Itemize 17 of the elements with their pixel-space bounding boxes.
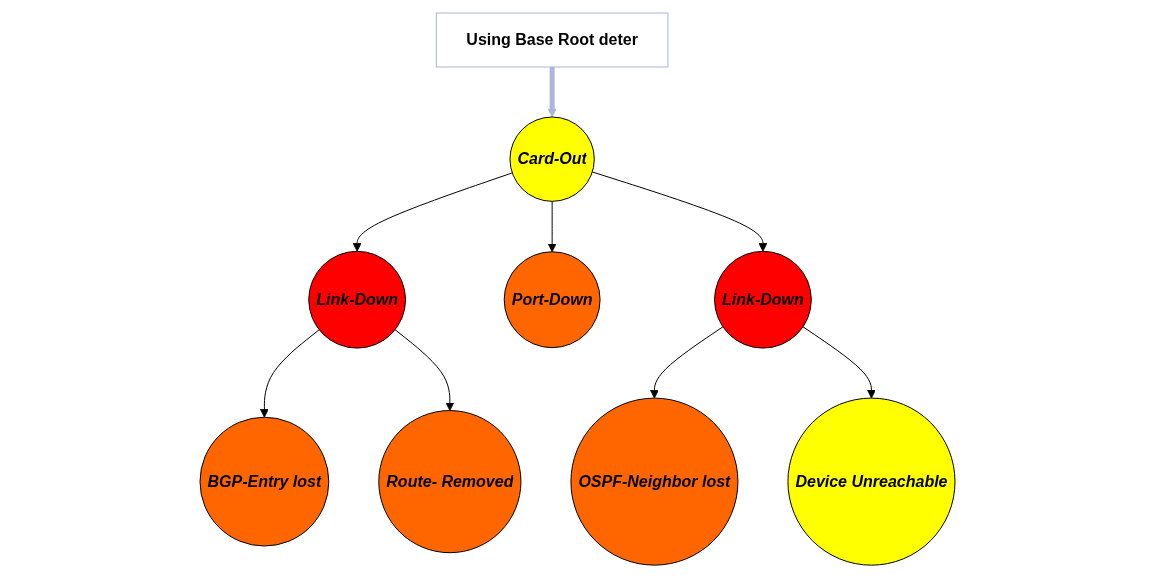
node-circle: Route- Removed [378, 410, 522, 554]
arrow [591, 171, 768, 252]
node-circle: Card-Out [509, 116, 595, 202]
node-circle: Link-Down [714, 250, 812, 349]
node-box: Using Base Root deter [435, 12, 669, 68]
node-circle: Port-Down [503, 251, 601, 349]
arrow [802, 326, 876, 399]
arrow [547, 200, 557, 253]
node-circle: Link-Down [308, 250, 406, 349]
node-circle: BGP-Entry lost [199, 416, 330, 547]
arrow [547, 66, 557, 118]
arrow [352, 172, 513, 252]
arrow [394, 329, 455, 411]
arrow [650, 326, 724, 399]
node-circle: Device Unreachable [787, 397, 956, 566]
node-circle: OSPF-Neighbor lost [570, 397, 739, 566]
arrow [260, 329, 320, 418]
